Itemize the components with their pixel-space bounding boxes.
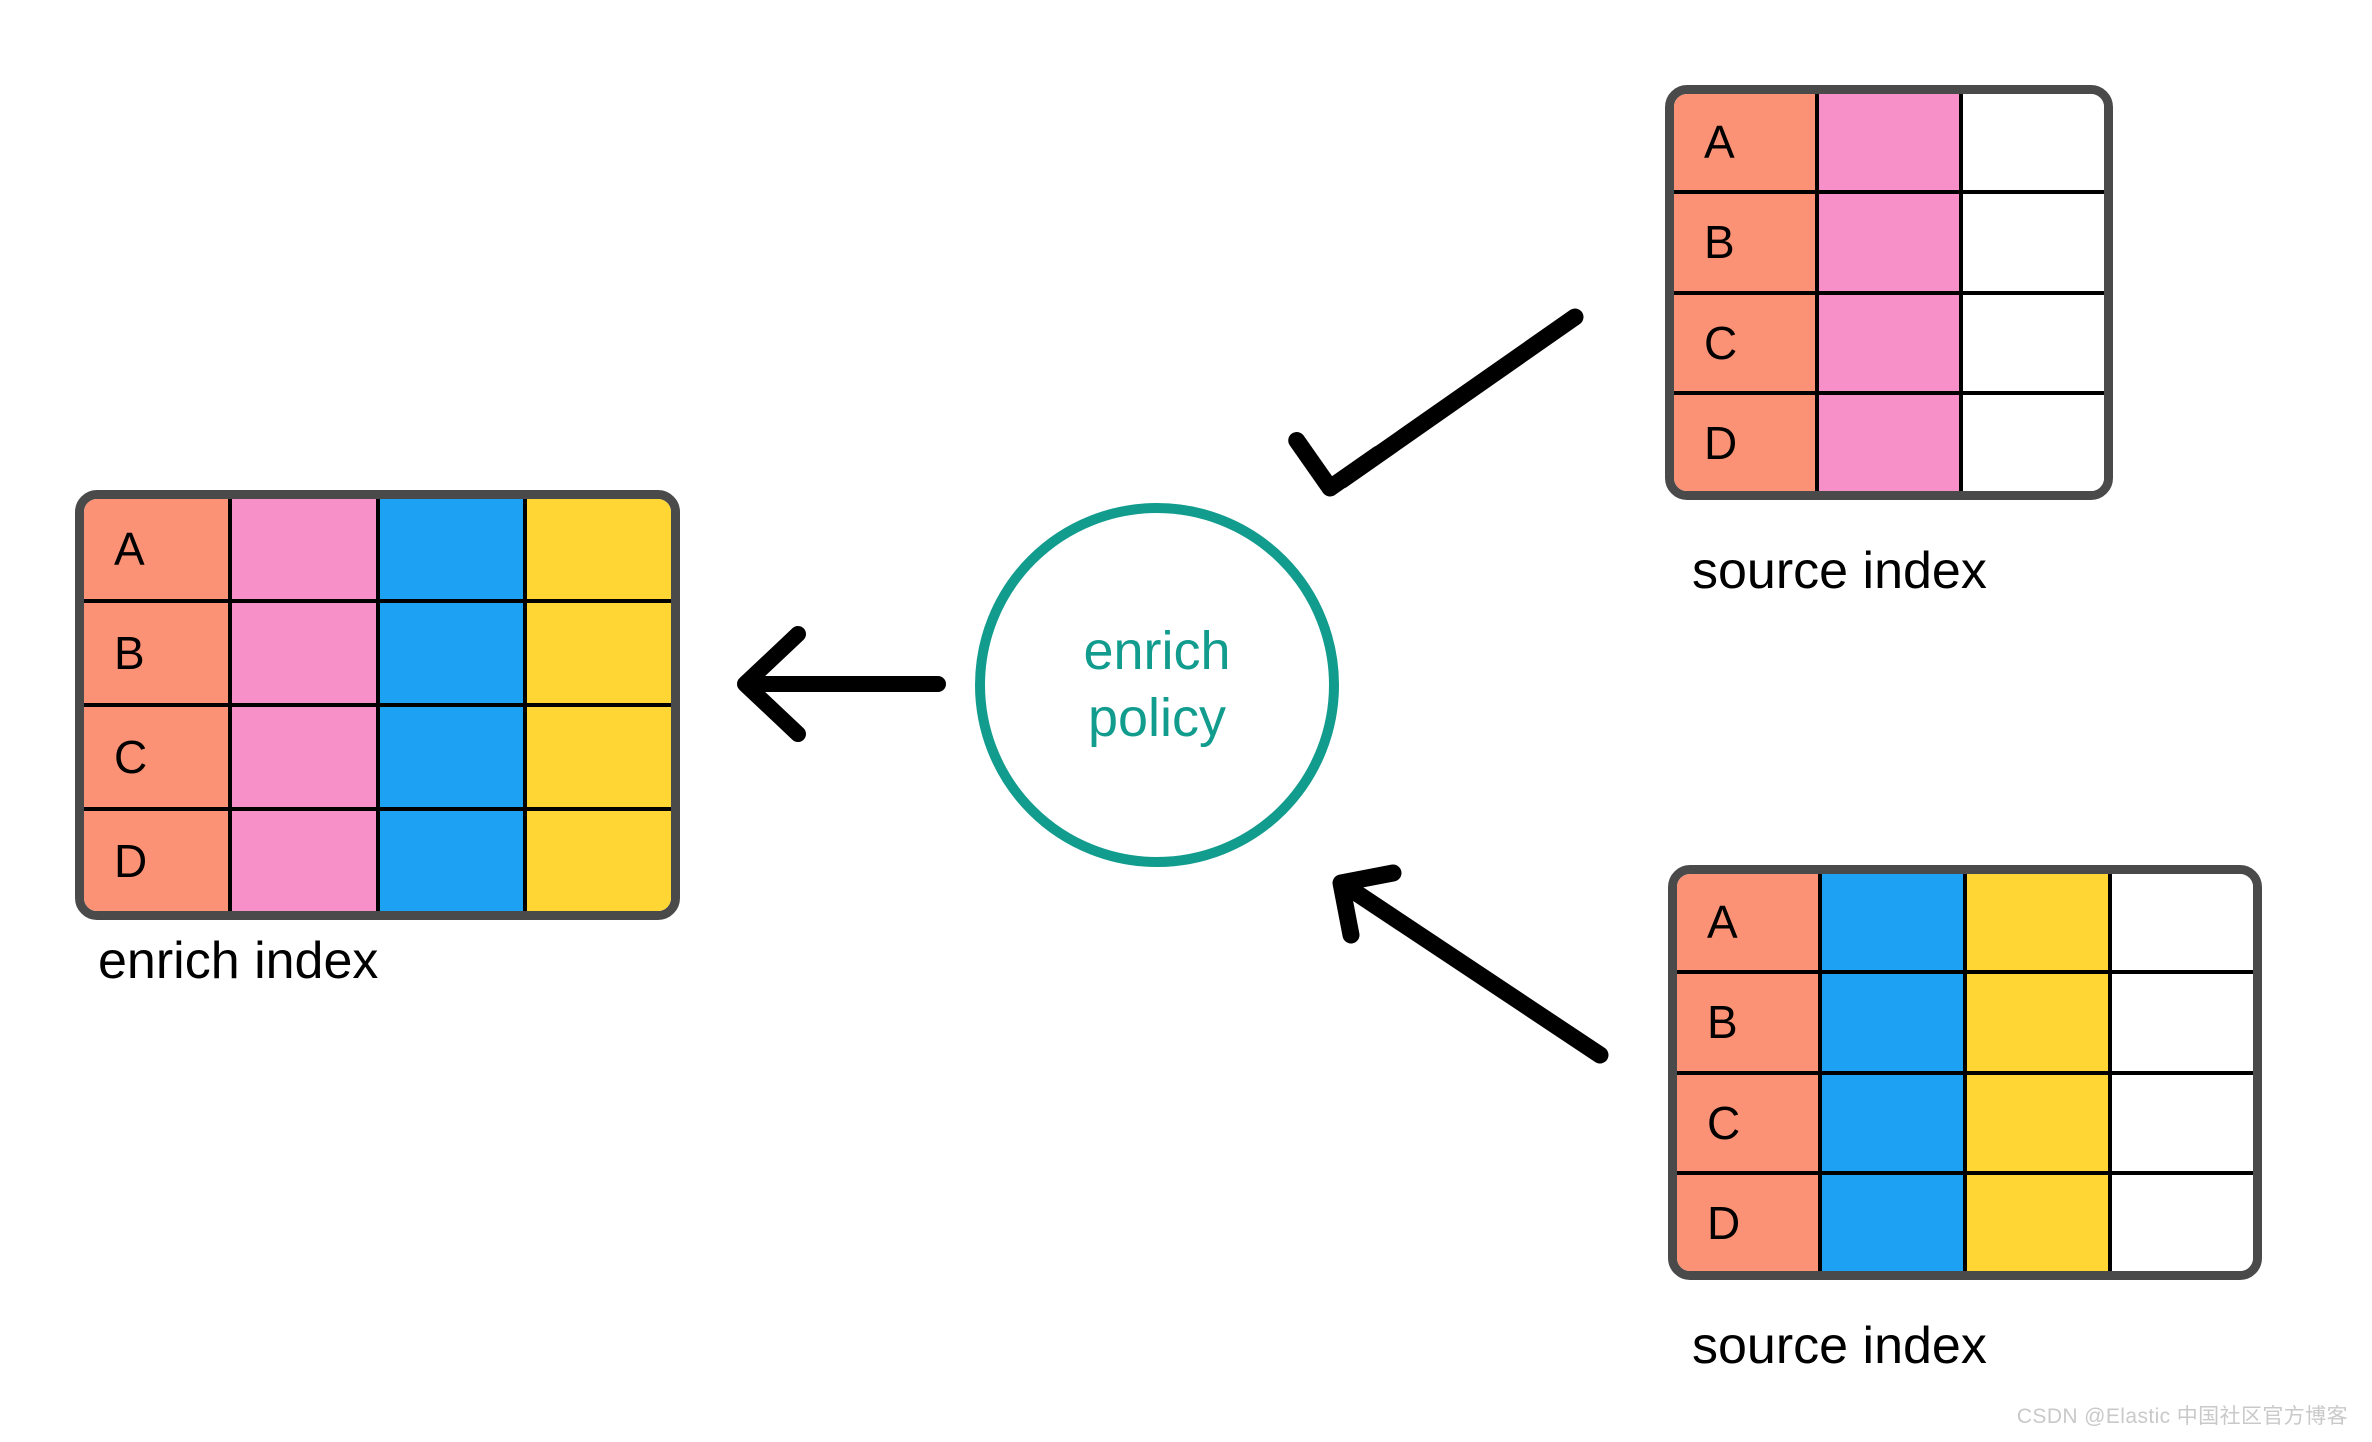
value-cell — [1822, 974, 1967, 1071]
value-cell — [231, 603, 380, 703]
value-cell — [1818, 194, 1964, 291]
value-cell — [379, 811, 528, 911]
value-cell — [1818, 294, 1964, 391]
key-cell: C — [1677, 1074, 1822, 1171]
value-cell — [1822, 1074, 1967, 1171]
value-cell — [527, 499, 671, 599]
value-cell — [379, 707, 528, 807]
key-cell: A — [1677, 874, 1822, 971]
key-cell: B — [84, 603, 232, 703]
value-cell — [379, 603, 528, 703]
table-row: B — [1677, 974, 2253, 1075]
key-cell: D — [1677, 1174, 1822, 1271]
table-row: D — [1674, 394, 2104, 491]
value-cell — [1967, 1074, 2112, 1171]
value-cell — [231, 811, 380, 911]
key-cell: D — [1674, 394, 1819, 491]
enrich-policy-node: enrich policy — [975, 503, 1339, 867]
key-cell: B — [1677, 974, 1822, 1071]
table-row: D — [84, 811, 671, 911]
table-row: C — [84, 707, 671, 811]
source-index-bottom-table: A B C D — [1668, 865, 2262, 1280]
table-row: D — [1677, 1174, 2253, 1271]
value-cell — [527, 811, 671, 911]
value-cell — [231, 499, 380, 599]
value-cell — [1818, 394, 1964, 491]
source-index-top-table: A B C D — [1665, 85, 2113, 500]
value-cell — [1967, 1174, 2112, 1271]
value-cell — [231, 707, 380, 807]
source-index-top-caption: source index — [1692, 542, 1987, 600]
value-cell — [1822, 1174, 1967, 1271]
key-cell: D — [84, 811, 232, 911]
table-row: A — [84, 499, 671, 603]
value-cell — [379, 499, 528, 599]
table-row: A — [1674, 94, 2104, 195]
enrich-index-caption: enrich index — [98, 932, 379, 990]
enrich-index-table: A B C D — [75, 490, 680, 920]
watermark-text: CSDN @Elastic 中国社区官方博客 — [2016, 1405, 2348, 1428]
key-cell: B — [1674, 194, 1819, 291]
value-cell — [527, 603, 671, 703]
empty-cell — [2112, 1074, 2253, 1171]
empty-cell — [1963, 294, 2104, 391]
source-index-bottom-caption: source index — [1692, 1317, 1987, 1375]
value-cell — [1822, 874, 1967, 971]
table-row: B — [1674, 194, 2104, 295]
arrow-bottom-source-to-policy — [1332, 864, 1609, 1064]
table-row: C — [1677, 1074, 2253, 1175]
table-row: A — [1677, 874, 2253, 975]
key-cell: C — [84, 707, 232, 807]
arrow-policy-to-enrich-index — [737, 626, 946, 742]
table-row: C — [1674, 294, 2104, 395]
value-cell — [1967, 974, 2112, 1071]
key-cell: A — [84, 499, 232, 599]
arrow-top-source-to-policy — [1288, 308, 1584, 497]
key-cell: A — [1674, 94, 1819, 191]
empty-cell — [2112, 874, 2253, 971]
value-cell — [1967, 874, 2112, 971]
empty-cell — [1963, 94, 2104, 191]
empty-cell — [2112, 1174, 2253, 1271]
empty-cell — [2112, 974, 2253, 1071]
value-cell — [527, 707, 671, 807]
enrich-policy-label-line2: policy — [1087, 688, 1227, 748]
table-row: B — [84, 603, 671, 707]
empty-cell — [1963, 394, 2104, 491]
enrich-policy-label-line1: enrich — [1083, 620, 1231, 681]
key-cell: C — [1674, 294, 1819, 391]
value-cell — [1818, 94, 1964, 191]
empty-cell — [1963, 194, 2104, 291]
